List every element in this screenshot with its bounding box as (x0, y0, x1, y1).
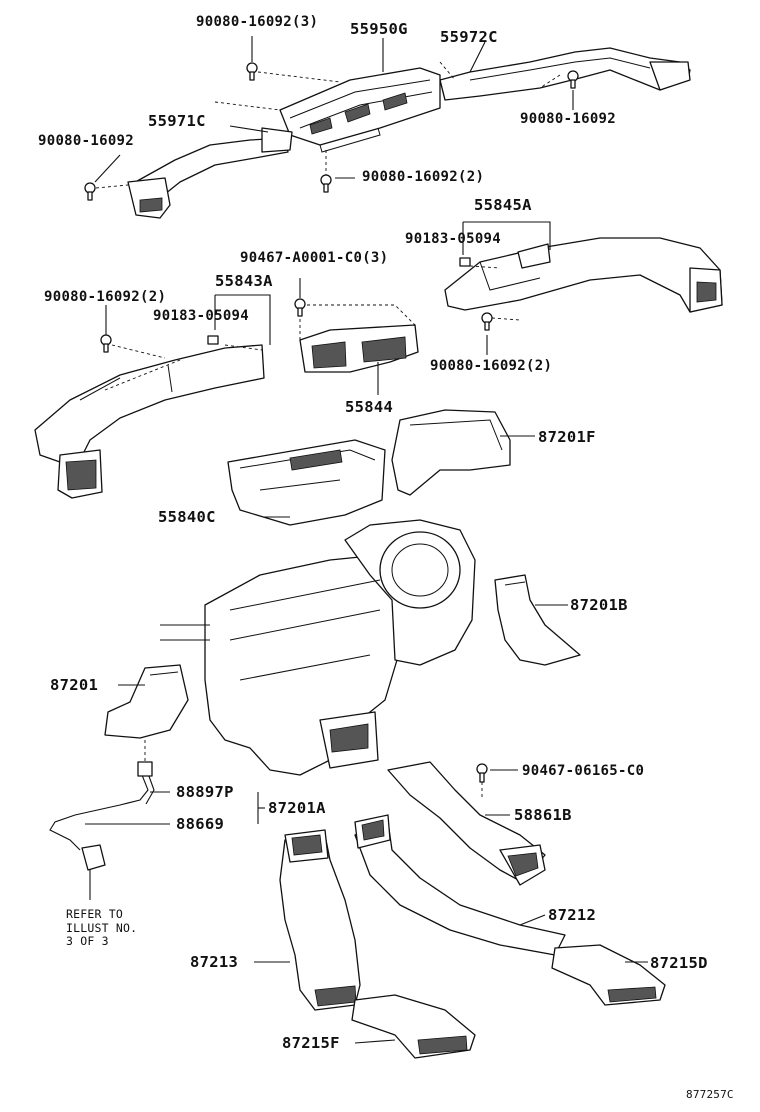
label-55844: 55844 (345, 398, 394, 416)
label-bolt-90080-16092-3: 90080-16092(3) (196, 14, 319, 30)
duct-87215d (551, 944, 666, 1006)
label-55972c: 55972C (440, 28, 498, 46)
duct-87212 (354, 814, 566, 956)
duct-55840c (227, 439, 386, 526)
leader-lines (85, 36, 648, 1044)
duct-87215f (351, 994, 476, 1059)
bolt-icon (84, 182, 96, 201)
label-87215f: 87215F (282, 1034, 340, 1052)
label-screw-90467-06165-c0: 90467-06165-C0 (522, 763, 645, 779)
label-87201: 87201 (50, 676, 99, 694)
label-55845a: 55845A (474, 196, 532, 214)
hose-87201a (49, 740, 155, 871)
bolt-icon (100, 334, 112, 353)
bolt-icon (481, 312, 493, 331)
label-bolt-90080-16092-2-center: 90080-16092(2) (362, 169, 485, 185)
label-clip-90467-a0001-c0: 90467-A0001-C0(3) (240, 250, 389, 266)
duct-87201f (391, 409, 511, 496)
label-87215d: 87215D (650, 954, 708, 972)
label-bolt-90080-16092-2-left: 90080-16092(2) (44, 289, 167, 305)
screw-icon (476, 763, 488, 783)
refer-note: REFER TO ILLUST NO. 3 OF 3 (66, 907, 138, 948)
label-bolt-90080-16092-right: 90080-16092 (520, 111, 617, 127)
label-55843a: 55843A (215, 272, 273, 290)
label-bolt-90080-16092-2-right: 90080-16092(2) (430, 358, 553, 374)
label-87201f: 87201F (538, 428, 596, 446)
label-nut-90183-05094-left: 90183-05094 (153, 308, 250, 324)
clip-icon (294, 298, 306, 317)
label-nut-90183-05094-right: 90183-05094 (405, 231, 502, 247)
label-55971c: 55971C (148, 112, 206, 130)
label-bolt-90080-16092-left: 90080-16092 (38, 133, 135, 149)
label-58861b: 58861B (514, 806, 572, 824)
duct-87213 (279, 829, 361, 1011)
label-87213: 87213 (190, 953, 239, 971)
diagram-id: 877257C (686, 1088, 734, 1101)
label-87201b: 87201B (570, 596, 628, 614)
register-55950g (279, 67, 441, 153)
label-87201a: 87201A (268, 799, 326, 817)
label-88897p: 88897P (176, 783, 234, 801)
label-55950g: 55950G (350, 20, 408, 38)
duct-55972c (439, 47, 691, 101)
duct-55845a (444, 237, 723, 313)
label-55840c: 55840C (158, 508, 216, 526)
duct-55843a (34, 344, 265, 499)
nut-icon (207, 335, 219, 345)
outlet-55844 (299, 304, 419, 373)
heater-unit-assembly (160, 519, 476, 776)
duct-55971c (127, 127, 293, 219)
duct-87201b (494, 574, 581, 666)
bolt-icon (246, 62, 258, 81)
duct-87201 (104, 664, 189, 739)
fasteners (84, 62, 579, 783)
label-87212: 87212 (548, 906, 597, 924)
nut-icon (459, 257, 471, 267)
bolt-icon (567, 70, 579, 89)
alignment-lines (95, 61, 561, 800)
bolt-icon (320, 174, 332, 193)
label-88669: 88669 (176, 815, 225, 833)
duct-58861b (387, 761, 546, 886)
